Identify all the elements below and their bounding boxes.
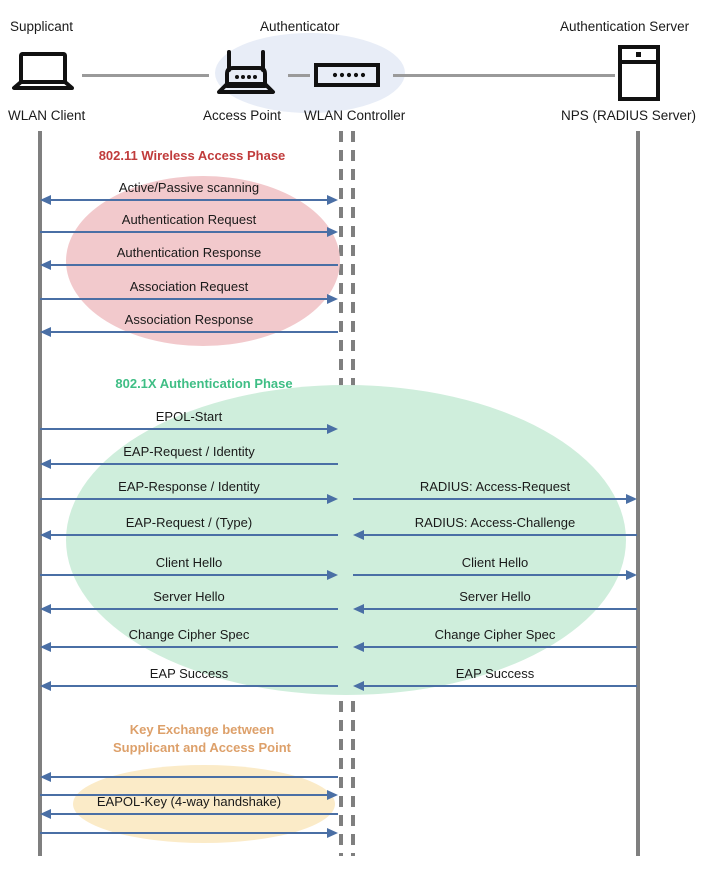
message-line <box>40 832 329 834</box>
role-label-authenticator: Authenticator <box>260 19 340 34</box>
message-line <box>362 685 637 687</box>
message-line <box>362 534 637 536</box>
arrowhead-left-icon <box>353 603 364 614</box>
phase-title-dot1x-authentication: 802.1X Authentication Phase <box>115 376 293 391</box>
message-line <box>49 776 338 778</box>
message-label: Active/Passive scanning <box>118 180 260 195</box>
node-label-nps-radius-server: NPS (RADIUS Server) <box>561 108 697 123</box>
arrowhead-right-icon <box>327 827 338 838</box>
arrowhead-left-icon <box>40 808 51 819</box>
arrowhead-right-icon <box>327 423 338 434</box>
message-line <box>49 813 338 815</box>
phase1-ellipse <box>66 176 340 346</box>
arrowhead-right-icon <box>626 493 637 504</box>
message-label: Client Hello <box>155 555 223 570</box>
message-line <box>362 608 637 610</box>
message-line <box>49 463 338 465</box>
message-label: Client Hello <box>461 555 529 570</box>
message-line <box>49 534 338 536</box>
message-label: EAPOL-Key (4-way handshake) <box>96 794 282 809</box>
message-label: Authentication Response <box>116 245 262 260</box>
message-line <box>49 646 338 648</box>
message-line <box>49 199 329 201</box>
message-line <box>49 264 338 266</box>
phase-title-wireless-access: 802.11 Wireless Access Phase <box>98 148 286 163</box>
message-label: Association Response <box>124 312 254 327</box>
message-line <box>40 794 329 796</box>
message-line <box>40 231 329 233</box>
node-label-wlan-controller: WLAN Controller <box>304 108 406 123</box>
arrowhead-left-icon <box>40 603 51 614</box>
message-line <box>353 498 628 500</box>
arrowhead-left-icon <box>353 680 364 691</box>
arrowhead-right-icon <box>327 226 338 237</box>
arrowhead-left-icon <box>40 259 51 270</box>
arrowhead-left-icon <box>353 641 364 652</box>
arrowhead-right-icon <box>327 194 338 205</box>
arrowhead-left-icon <box>40 458 51 469</box>
message-label: EAP-Request / (Type) <box>125 515 253 530</box>
message-line <box>362 646 637 648</box>
message-line <box>49 608 338 610</box>
arrowhead-right-icon <box>327 569 338 580</box>
message-line <box>40 428 329 430</box>
message-label: EPOL-Start <box>155 409 223 424</box>
wlan-controller-icon <box>314 62 380 88</box>
message-line <box>49 331 338 333</box>
phase3-ellipse <box>73 765 335 843</box>
message-label: Server Hello <box>459 589 531 604</box>
lifeline-supplicant <box>38 131 42 856</box>
message-label: EAP-Response / Identity <box>118 479 260 494</box>
message-label: Authentication Request <box>121 212 257 227</box>
node-label-access-point: Access Point <box>203 108 282 123</box>
arrowhead-right-icon <box>327 293 338 304</box>
phase2-ellipse <box>66 385 626 695</box>
phase-title-key-exchange: Key Exchange between Supplicant and Acce… <box>113 722 291 755</box>
authenticator-halo <box>215 33 405 113</box>
message-label: EAP Success <box>149 666 229 681</box>
message-label: Server Hello <box>153 589 225 604</box>
arrowhead-left-icon <box>40 194 51 205</box>
arrowhead-left-icon <box>40 529 51 540</box>
message-label: RADIUS: Access-Request <box>419 479 571 494</box>
lifeline-authentication-server <box>636 131 640 856</box>
role-label-supplicant: Supplicant <box>10 19 74 34</box>
arrowhead-right-icon <box>327 789 338 800</box>
arrowhead-left-icon <box>40 641 51 652</box>
wire-ap-to-controller <box>288 74 310 77</box>
message-label: Change Cipher Spec <box>128 627 250 642</box>
message-label: EAP Success <box>455 666 535 681</box>
message-label: RADIUS: Access-Challenge <box>414 515 576 530</box>
message-label: EAP-Request / Identity <box>123 444 255 459</box>
arrowhead-left-icon <box>40 771 51 782</box>
message-line <box>49 685 338 687</box>
wire-client-to-ap <box>82 74 209 77</box>
message-line <box>40 298 329 300</box>
arrowhead-right-icon <box>626 569 637 580</box>
server-icon <box>618 45 660 101</box>
arrowhead-left-icon <box>40 680 51 691</box>
arrowhead-left-icon <box>353 529 364 540</box>
message-label: Change Cipher Spec <box>434 627 556 642</box>
role-label-authentication-server: Authentication Server <box>560 19 690 34</box>
message-line <box>40 498 329 500</box>
wire-controller-to-server <box>393 74 615 77</box>
message-label: Association Request <box>129 279 249 294</box>
arrowhead-left-icon <box>40 326 51 337</box>
node-label-wlan-client: WLAN Client <box>8 108 86 123</box>
message-line <box>40 574 329 576</box>
laptop-icon <box>12 52 74 96</box>
arrowhead-right-icon <box>327 493 338 504</box>
access-point-icon <box>215 48 277 96</box>
message-line <box>353 574 628 576</box>
